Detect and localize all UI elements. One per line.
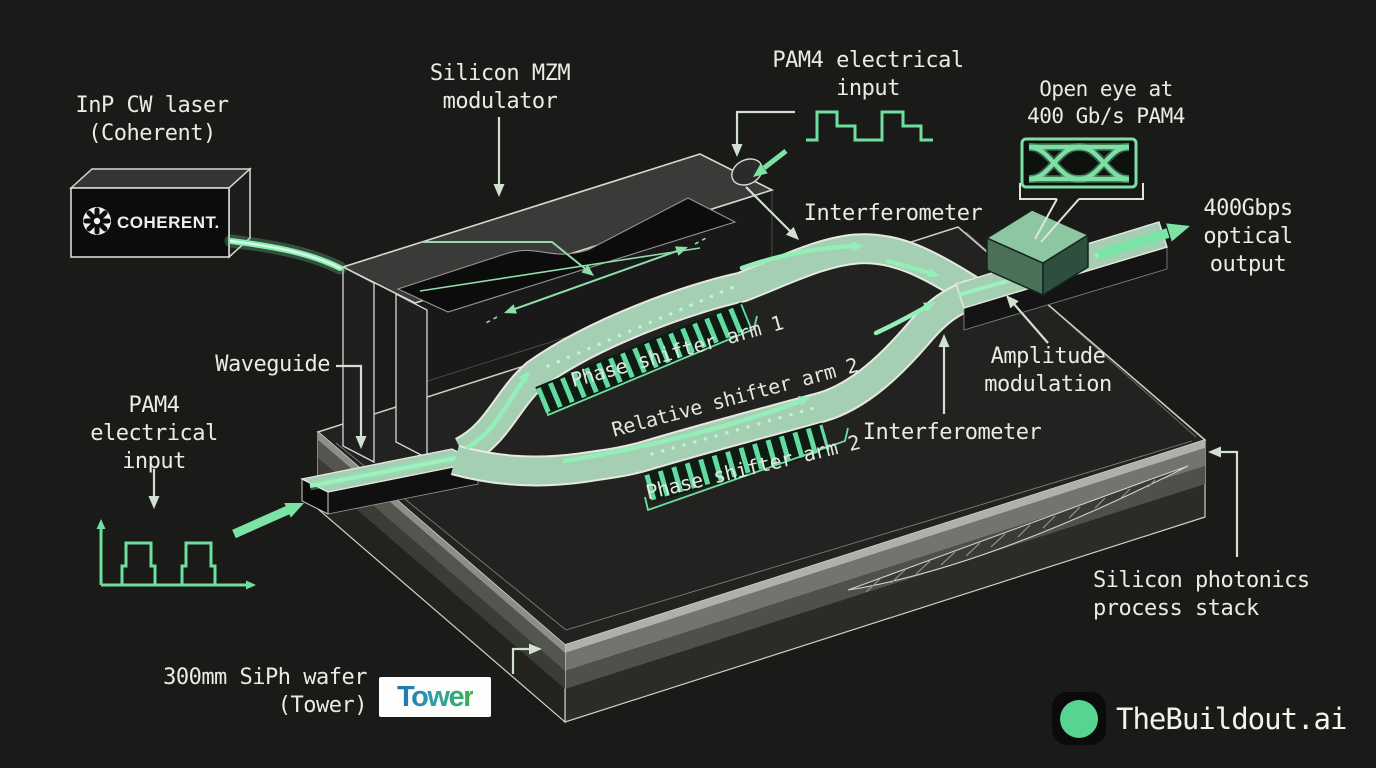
brand-circle-icon bbox=[1060, 699, 1098, 738]
interferometer-top-pointer-arrow bbox=[745, 186, 792, 233]
pam4-left-label: PAM4 electrical input bbox=[90, 392, 218, 475]
pam4-top-label: PAM4 electrical input bbox=[772, 47, 964, 101]
pam4-top-pointer-arrow bbox=[735, 110, 795, 146]
optical-output-arrow bbox=[1096, 223, 1190, 260]
open-eye-label: Open eye at 400 Gb/s PAM4 bbox=[1027, 77, 1185, 128]
laser-fiber bbox=[224, 234, 347, 275]
silicon-mzm-label: Silicon MZM modulator bbox=[429, 60, 571, 114]
stack-pointer-arrow bbox=[1220, 450, 1239, 557]
amplitude-pointer-arrow bbox=[1013, 303, 1049, 344]
eye-diagram bbox=[1020, 137, 1138, 189]
wafer-3d bbox=[316, 226, 1207, 724]
waveguide-label: Waveguide bbox=[215, 351, 330, 377]
waveguide-arm-1 bbox=[454, 233, 984, 466]
light-flow-arrows bbox=[465, 241, 940, 464]
wafer-pointer-arrow bbox=[511, 647, 530, 674]
pam4-top-input-arrow bbox=[753, 149, 788, 177]
inp-laser-label: InP CW laser (Coherent) bbox=[75, 92, 229, 146]
phase-shifter-1 bbox=[535, 284, 758, 417]
process-stack-label: Silicon photonics process stack bbox=[1093, 567, 1310, 621]
eye-callout bbox=[1019, 183, 1144, 243]
coherent-logo-text: COHERENT. bbox=[117, 213, 220, 232]
brand-text: TheBuildout.ai bbox=[1116, 702, 1347, 736]
shifter1-bracket bbox=[544, 315, 758, 417]
tower-logo-text: Tower bbox=[397, 680, 474, 713]
optical-output-label: 400Gbps optical output bbox=[1203, 195, 1293, 278]
shifter2-bracket bbox=[644, 427, 849, 512]
optical-input-arrow bbox=[232, 503, 304, 539]
pam4-left-waveform bbox=[96, 519, 256, 590]
pam4-top-waveform bbox=[806, 110, 933, 142]
brand-icon bbox=[1052, 692, 1106, 745]
mzm-block bbox=[340, 153, 775, 464]
coherent-logo-icon bbox=[83, 207, 111, 235]
interferometer-bottom-label: Interferometer bbox=[862, 419, 1042, 445]
tower-logo: Tower bbox=[379, 677, 491, 717]
coherent-laser-box: COHERENT. bbox=[69, 167, 252, 259]
interferometer-top-label: Interferometer bbox=[803, 200, 983, 226]
amplitude-label: Amplitude modulation bbox=[984, 343, 1112, 397]
tray-dimension-arrows bbox=[419, 236, 709, 325]
rf-connector-stub bbox=[731, 158, 763, 186]
wafer-label: 300mm SiPh wafer (Tower) bbox=[163, 664, 367, 718]
waveguide-pointer-arrow bbox=[336, 364, 363, 437]
phase-shifter-2 bbox=[643, 405, 849, 512]
process-stack-crosssection bbox=[847, 465, 1189, 593]
label-pointers bbox=[148, 110, 1239, 674]
